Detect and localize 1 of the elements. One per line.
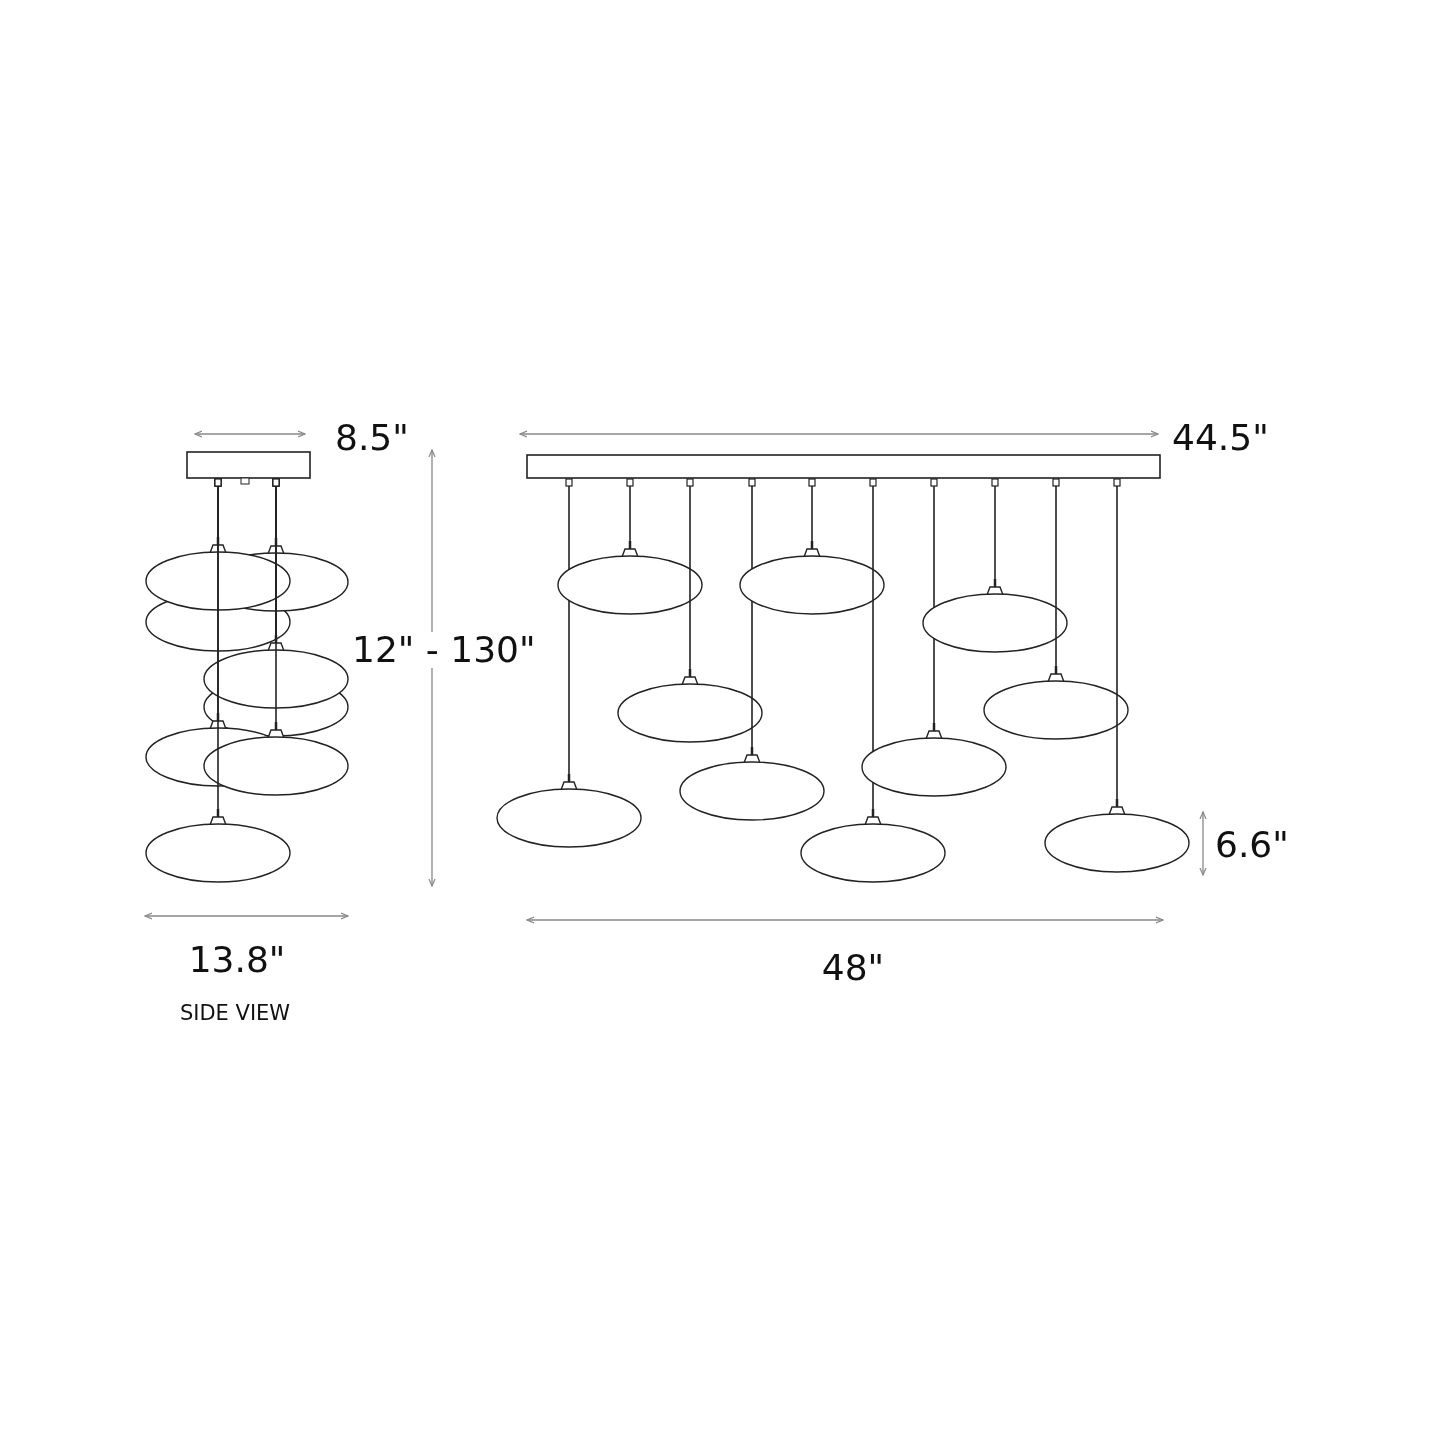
dimension-label: 12" - 130" [352,632,536,668]
